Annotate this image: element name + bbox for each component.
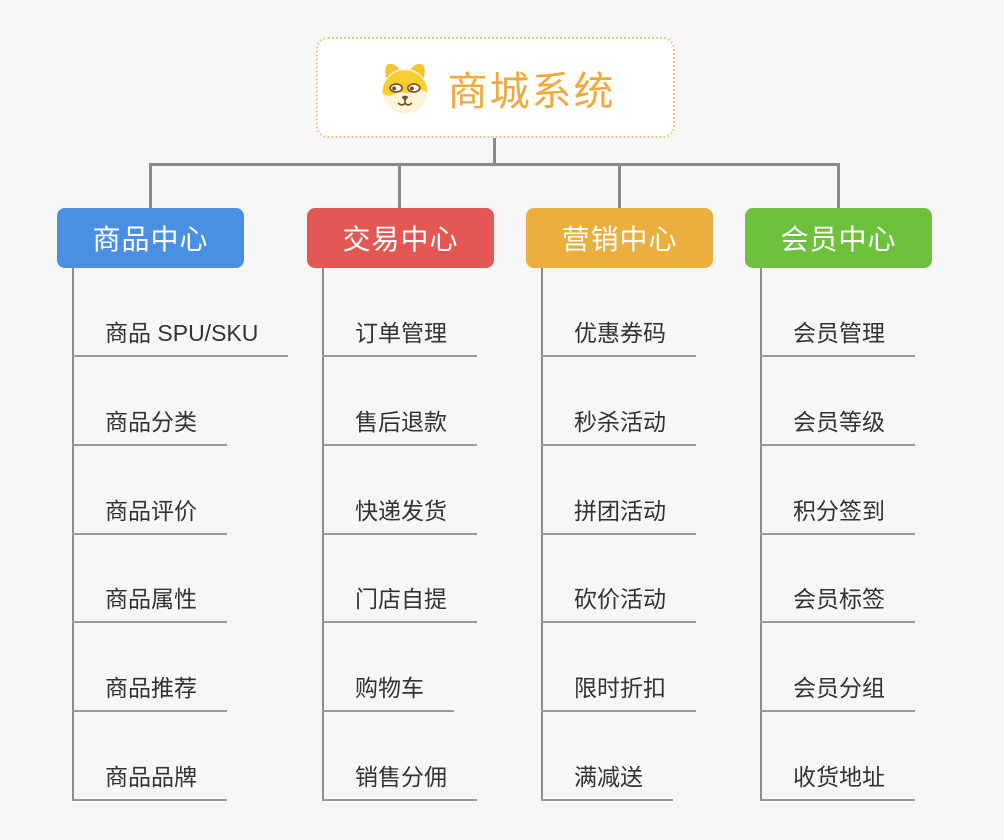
leaf-node[interactable]: 商品评价 bbox=[72, 497, 227, 535]
leaf-node[interactable]: 收货地址 bbox=[760, 763, 915, 801]
root-node[interactable]: 商城系统 bbox=[316, 37, 675, 138]
leaf-label: 会员标签 bbox=[793, 586, 885, 612]
leaf-node[interactable]: 商品品牌 bbox=[72, 763, 227, 801]
trunk-horizontal-line bbox=[149, 163, 840, 166]
leaf-label: 收货地址 bbox=[793, 764, 885, 790]
leaf-node[interactable]: 会员等级 bbox=[760, 408, 915, 446]
leaf-label: 商品品牌 bbox=[105, 764, 197, 790]
leaf-node[interactable]: 满减送 bbox=[541, 763, 673, 801]
leaf-node[interactable]: 优惠券码 bbox=[541, 319, 696, 357]
drop-line-2 bbox=[398, 163, 401, 208]
leaf-node[interactable]: 商品属性 bbox=[72, 585, 227, 623]
leaf-label: 秒杀活动 bbox=[574, 409, 666, 435]
dog-face-icon bbox=[381, 63, 428, 114]
leaf-node[interactable]: 限时折扣 bbox=[541, 674, 696, 712]
leaf-node[interactable]: 商品推荐 bbox=[72, 674, 227, 712]
leaf-label: 销售分佣 bbox=[355, 764, 447, 790]
leaf-node[interactable]: 秒杀活动 bbox=[541, 408, 696, 446]
leaf-node[interactable]: 售后退款 bbox=[322, 408, 477, 446]
branch-column-3: 营销中心优惠券码秒杀活动拼团活动砍价活动限时折扣满减送 bbox=[526, 208, 766, 828]
leaf-label: 快递发货 bbox=[355, 498, 447, 524]
leaf-label: 商品属性 bbox=[105, 586, 197, 612]
branch-node-1[interactable]: 商品中心 bbox=[57, 208, 244, 268]
root-title: 商城系统 bbox=[447, 69, 616, 114]
leaf-label: 售后退款 bbox=[355, 409, 447, 435]
leaf-label: 限时折扣 bbox=[574, 675, 666, 701]
branch-node-4[interactable]: 会员中心 bbox=[745, 208, 932, 268]
leaf-label: 商品分类 bbox=[105, 409, 197, 435]
leaf-node[interactable]: 会员管理 bbox=[760, 319, 915, 357]
leaf-node[interactable]: 订单管理 bbox=[322, 319, 477, 357]
leaf-label: 拼团活动 bbox=[574, 498, 666, 524]
leaf-node[interactable]: 商品分类 bbox=[72, 408, 227, 446]
leaf-label: 优惠券码 bbox=[574, 320, 666, 346]
leaf-label: 会员等级 bbox=[793, 409, 885, 435]
leaf-node[interactable]: 会员分组 bbox=[760, 674, 915, 712]
leaf-node[interactable]: 快递发货 bbox=[322, 497, 477, 535]
leaf-label: 满减送 bbox=[574, 764, 643, 790]
branch-column-4: 会员中心会员管理会员等级积分签到会员标签会员分组收货地址 bbox=[745, 208, 985, 828]
drop-line-3 bbox=[618, 163, 621, 208]
branch-node-2[interactable]: 交易中心 bbox=[307, 208, 494, 268]
leaf-node[interactable]: 积分签到 bbox=[760, 497, 915, 535]
branch-node-3[interactable]: 营销中心 bbox=[526, 208, 713, 268]
leaf-label: 商品推荐 bbox=[105, 675, 197, 701]
leaf-node[interactable]: 商品 SPU/SKU bbox=[72, 319, 289, 357]
leaf-node[interactable]: 拼团活动 bbox=[541, 497, 696, 535]
leaf-label: 积分签到 bbox=[793, 498, 885, 524]
leaf-label: 订单管理 bbox=[355, 320, 447, 346]
drop-line-1 bbox=[149, 163, 152, 208]
leaf-label: 商品 SPU/SKU bbox=[105, 320, 259, 346]
leaf-node[interactable]: 门店自提 bbox=[322, 585, 477, 623]
branch-column-1: 商品中心商品 SPU/SKU 商品分类商品评价商品属性商品推荐商品品牌 bbox=[57, 208, 297, 828]
trunk-vertical-line bbox=[493, 138, 496, 164]
leaf-label: 商品评价 bbox=[105, 498, 197, 524]
leaf-label: 会员分组 bbox=[793, 675, 885, 701]
leaf-node[interactable]: 销售分佣 bbox=[322, 763, 477, 801]
drop-line-4 bbox=[837, 163, 840, 208]
leaf-label: 会员管理 bbox=[793, 320, 885, 346]
leaf-node[interactable]: 购物车 bbox=[322, 674, 454, 712]
leaf-node[interactable]: 砍价活动 bbox=[541, 585, 696, 623]
leaf-label: 砍价活动 bbox=[574, 586, 666, 612]
leaf-label: 门店自提 bbox=[355, 586, 447, 612]
leaf-label: 购物车 bbox=[355, 675, 424, 701]
leaf-node[interactable]: 会员标签 bbox=[760, 585, 915, 623]
branch-column-2: 交易中心订单管理售后退款快递发货门店自提购物车销售分佣 bbox=[307, 208, 547, 828]
